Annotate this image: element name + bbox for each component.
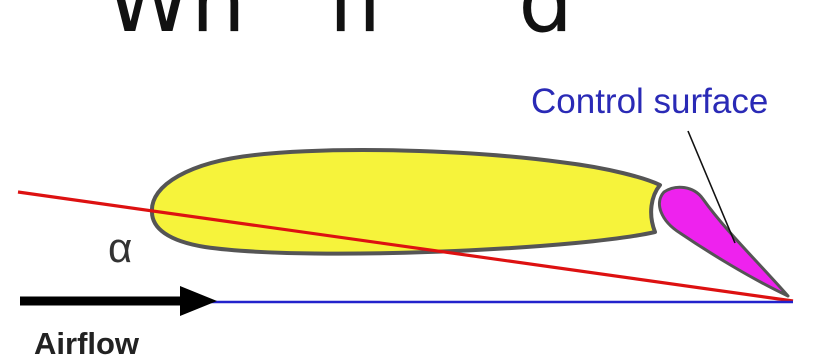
control-surface-label: Control surface [531,82,768,121]
control-surface [658,185,790,298]
airflow-arrow-head [180,286,217,316]
airfoil-body [149,148,662,256]
control-surface-leader [687,130,736,244]
alpha-label: α [108,224,132,271]
airflow-label: Airflow [34,326,140,359]
chord-line [17,190,794,303]
